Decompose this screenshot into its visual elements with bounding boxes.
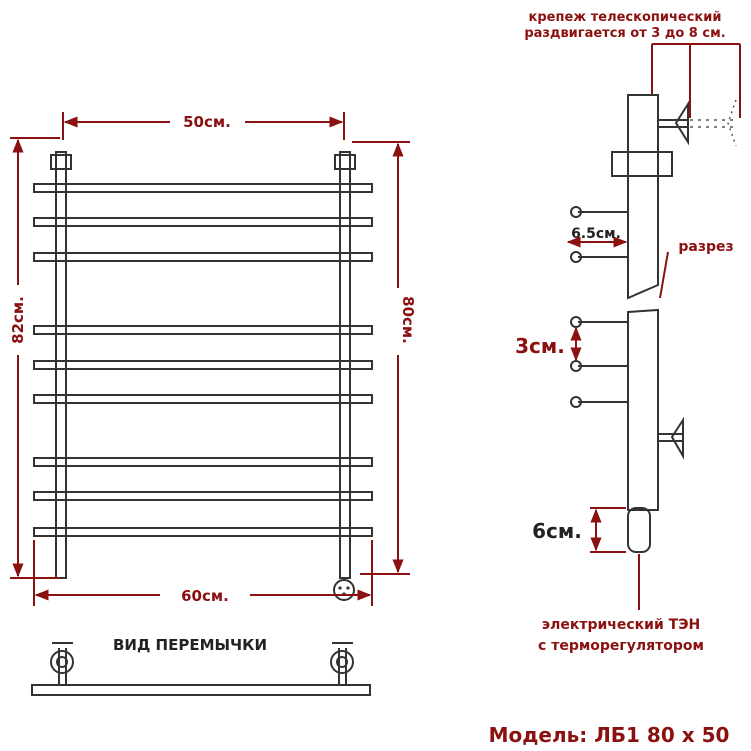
heater-length-label: 6см. bbox=[532, 519, 582, 543]
section-label: разрез bbox=[678, 239, 733, 255]
right-post bbox=[339, 151, 351, 579]
heater-note-line1: электрический ТЭН bbox=[542, 617, 700, 633]
wall-mount-icon bbox=[670, 416, 684, 460]
jumper-bar bbox=[31, 684, 371, 696]
depth-label: 6.5см. bbox=[571, 226, 621, 242]
bar bbox=[33, 360, 373, 370]
left-height-label: 82см. bbox=[9, 296, 27, 344]
bar bbox=[33, 394, 373, 404]
bar bbox=[33, 183, 373, 193]
bottom-width-label: 60см. bbox=[181, 587, 229, 605]
side-tube-lower bbox=[627, 308, 659, 511]
front-view bbox=[33, 151, 373, 601]
side-tube-upper bbox=[627, 94, 659, 300]
bar bbox=[33, 217, 373, 227]
mount-note-line2: раздвигается от 3 до 8 см. bbox=[524, 26, 725, 41]
side-clamp bbox=[611, 151, 673, 177]
bar bbox=[33, 457, 373, 467]
bar-end-icon bbox=[570, 206, 582, 218]
side-view bbox=[570, 94, 689, 553]
jumper-view-title: ВИД ПЕРЕМЫЧКИ bbox=[113, 636, 267, 654]
heater-socket-icon bbox=[333, 579, 355, 601]
front-dimensions bbox=[10, 112, 410, 606]
model-label: Модель: ЛБ1 80 х 50 bbox=[489, 723, 730, 747]
bar bbox=[33, 491, 373, 501]
bar bbox=[33, 252, 373, 262]
heater-icon bbox=[627, 507, 651, 553]
wall-mount-icon bbox=[674, 100, 689, 146]
jumper-nut-icon bbox=[50, 650, 74, 674]
bar-end-icon bbox=[570, 396, 582, 408]
side-dimensions bbox=[566, 43, 741, 610]
left-post bbox=[55, 151, 67, 579]
top-width-label: 50см. bbox=[183, 113, 231, 131]
jumper-nut-icon bbox=[330, 650, 354, 674]
jumper-view bbox=[31, 642, 371, 696]
right-cap bbox=[334, 154, 356, 170]
mount-note-line1: крепеж телескопический bbox=[529, 10, 722, 25]
heater-note-line2: с терморегулятором bbox=[538, 638, 704, 654]
bar bbox=[33, 527, 373, 537]
telescopic-extension bbox=[690, 99, 737, 147]
bar-spacing-label: 3см. bbox=[515, 334, 565, 358]
left-cap bbox=[50, 154, 72, 170]
right-height-label: 80см. bbox=[399, 296, 417, 344]
bar bbox=[33, 325, 373, 335]
bar-end-icon bbox=[570, 251, 582, 263]
